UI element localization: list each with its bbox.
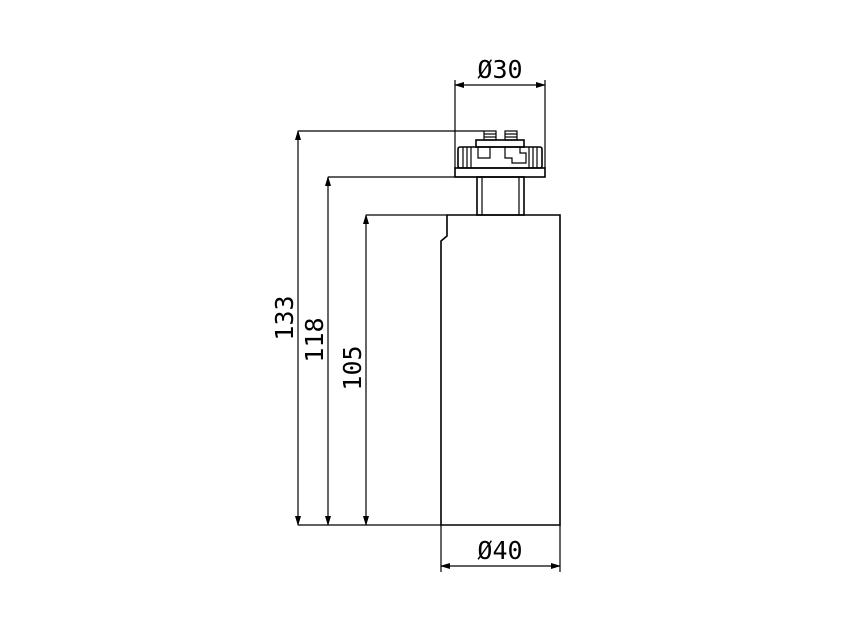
body-outline <box>440 214 561 526</box>
fixture-outline <box>440 130 561 526</box>
contact-pins <box>483 130 518 141</box>
label-body-height: 105 <box>338 345 367 390</box>
dimension-lines <box>295 82 561 569</box>
neck-outline <box>476 176 525 216</box>
label-bottom-diameter: Ø40 <box>477 536 522 565</box>
label-top-diameter: Ø30 <box>477 55 522 84</box>
adapter-base <box>454 167 546 178</box>
dimension-labels: Ø30 Ø40 133 118 105 <box>270 55 523 565</box>
extension-lines <box>298 80 561 572</box>
label-adapter-height: 118 <box>300 317 329 362</box>
adapter-key <box>477 147 527 164</box>
adapter-cap <box>475 139 525 148</box>
adapter-head <box>454 130 546 178</box>
label-overall-height: 133 <box>270 295 299 340</box>
